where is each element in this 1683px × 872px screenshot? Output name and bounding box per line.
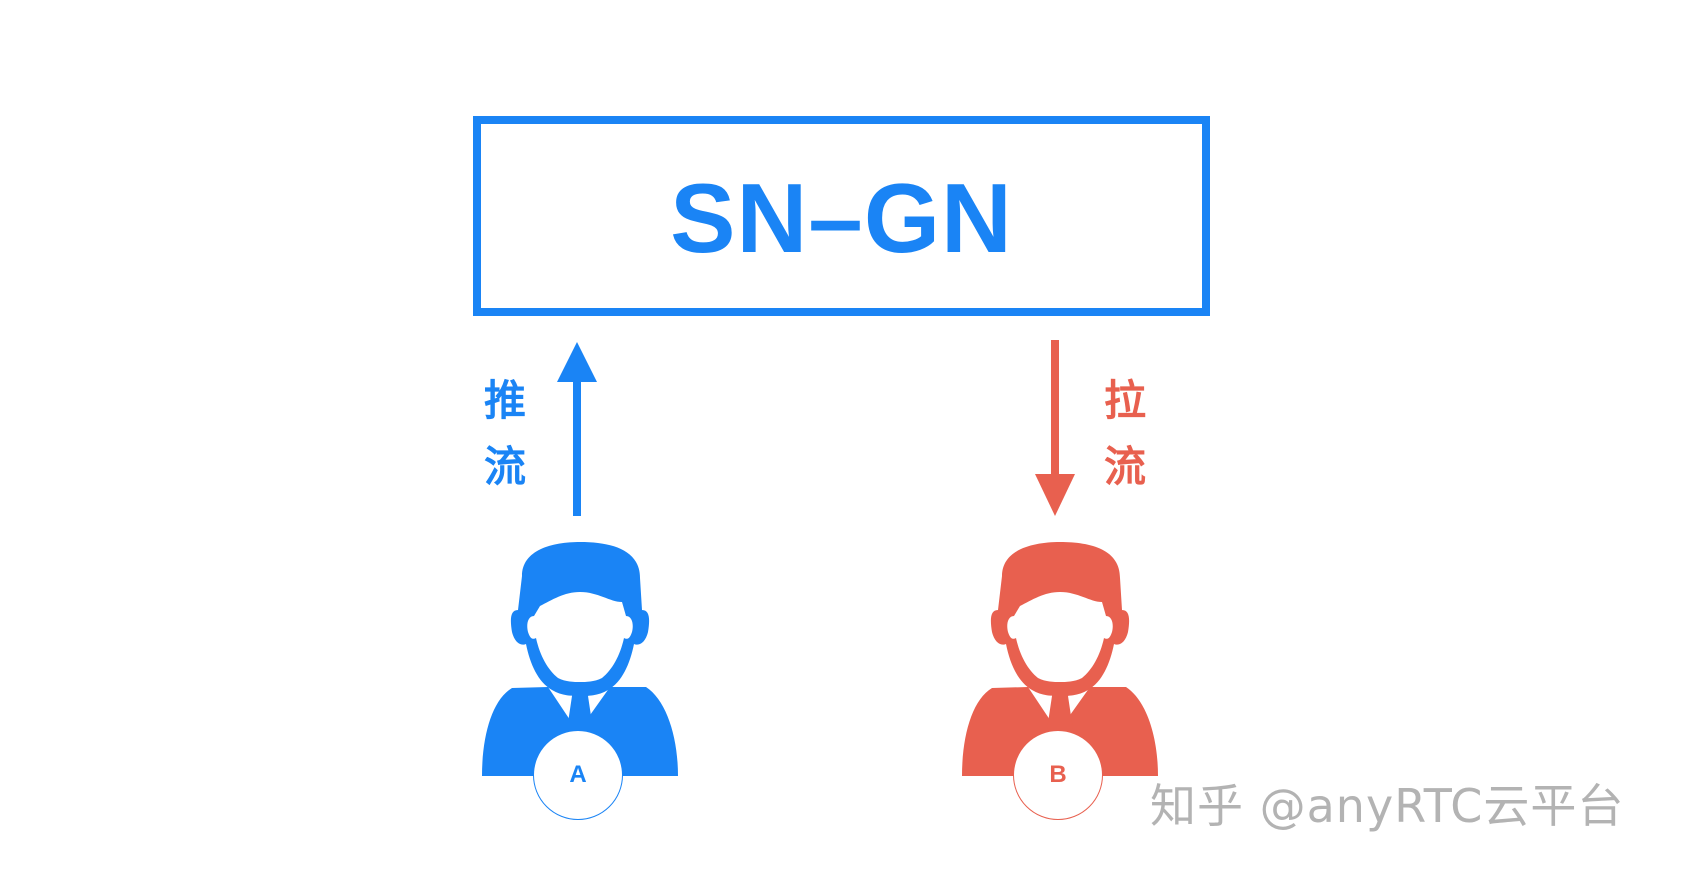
user-a-badge-label: A bbox=[569, 761, 587, 788]
push-label: 推 流 bbox=[482, 368, 528, 500]
node-label: SN–GN bbox=[670, 163, 1013, 273]
sn-gn-node-box: SN–GN bbox=[473, 116, 1210, 316]
user-b-badge: B bbox=[1013, 730, 1103, 820]
watermark: 知乎 @anyRTC云平台 bbox=[1150, 779, 1625, 833]
push-arrow-up-icon bbox=[557, 342, 597, 516]
pull-label-char-1: 拉 bbox=[1103, 376, 1146, 425]
push-label-char-1: 推 bbox=[483, 376, 526, 425]
user-a-badge: A bbox=[533, 730, 623, 820]
user-b-badge-label: B bbox=[1049, 761, 1067, 788]
push-label-char-2: 流 bbox=[483, 442, 526, 491]
pull-arrow-down-icon bbox=[1035, 340, 1075, 516]
user-a-avatar-icon bbox=[482, 542, 678, 776]
pull-label-char-2: 流 bbox=[1103, 442, 1146, 491]
pull-label: 拉 流 bbox=[1102, 368, 1148, 500]
